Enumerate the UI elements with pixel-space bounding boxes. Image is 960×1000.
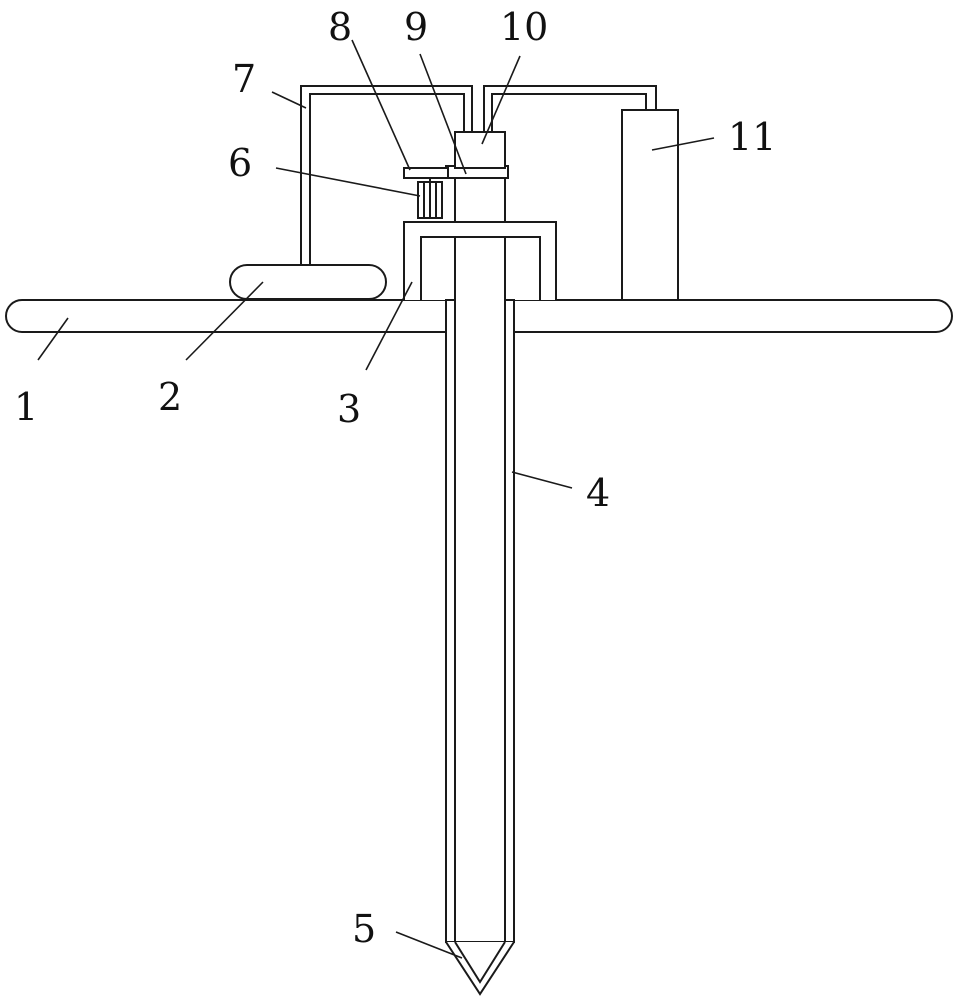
arm-plate [403, 167, 449, 179]
label-4: 4 [586, 471, 610, 515]
drive-shaft [454, 175, 506, 223]
label-8: 8 [328, 5, 352, 49]
label-11: 11 [728, 115, 776, 159]
leader-1 [37, 317, 69, 361]
leader-2 [185, 281, 264, 361]
cable-left-outer [300, 85, 473, 265]
top-motor-box [454, 131, 506, 169]
label-10: 10 [500, 5, 548, 49]
leader-7 [271, 91, 307, 109]
leader-4 [511, 471, 573, 489]
probe-tube-inner [454, 236, 506, 943]
leader-9 [419, 53, 467, 175]
probe-tip-inner [454, 941, 506, 984]
leader-3 [365, 281, 413, 371]
cable-right-inner [491, 93, 647, 132]
control-cabinet [621, 109, 679, 301]
label-1: 1 [14, 385, 38, 429]
leader-6 [275, 167, 421, 197]
leader-8 [351, 39, 411, 171]
label-2: 2 [158, 375, 182, 419]
label-6: 6 [228, 141, 252, 185]
label-5: 5 [352, 907, 376, 951]
cable-right-outer [483, 85, 657, 132]
label-7: 7 [232, 57, 256, 101]
leader-5 [395, 931, 463, 959]
leader-11 [651, 137, 715, 151]
label-9: 9 [404, 5, 428, 49]
leader-10 [481, 55, 521, 145]
rounded-block [229, 264, 387, 300]
label-3: 3 [337, 387, 361, 431]
cable-left-inner [309, 93, 465, 265]
